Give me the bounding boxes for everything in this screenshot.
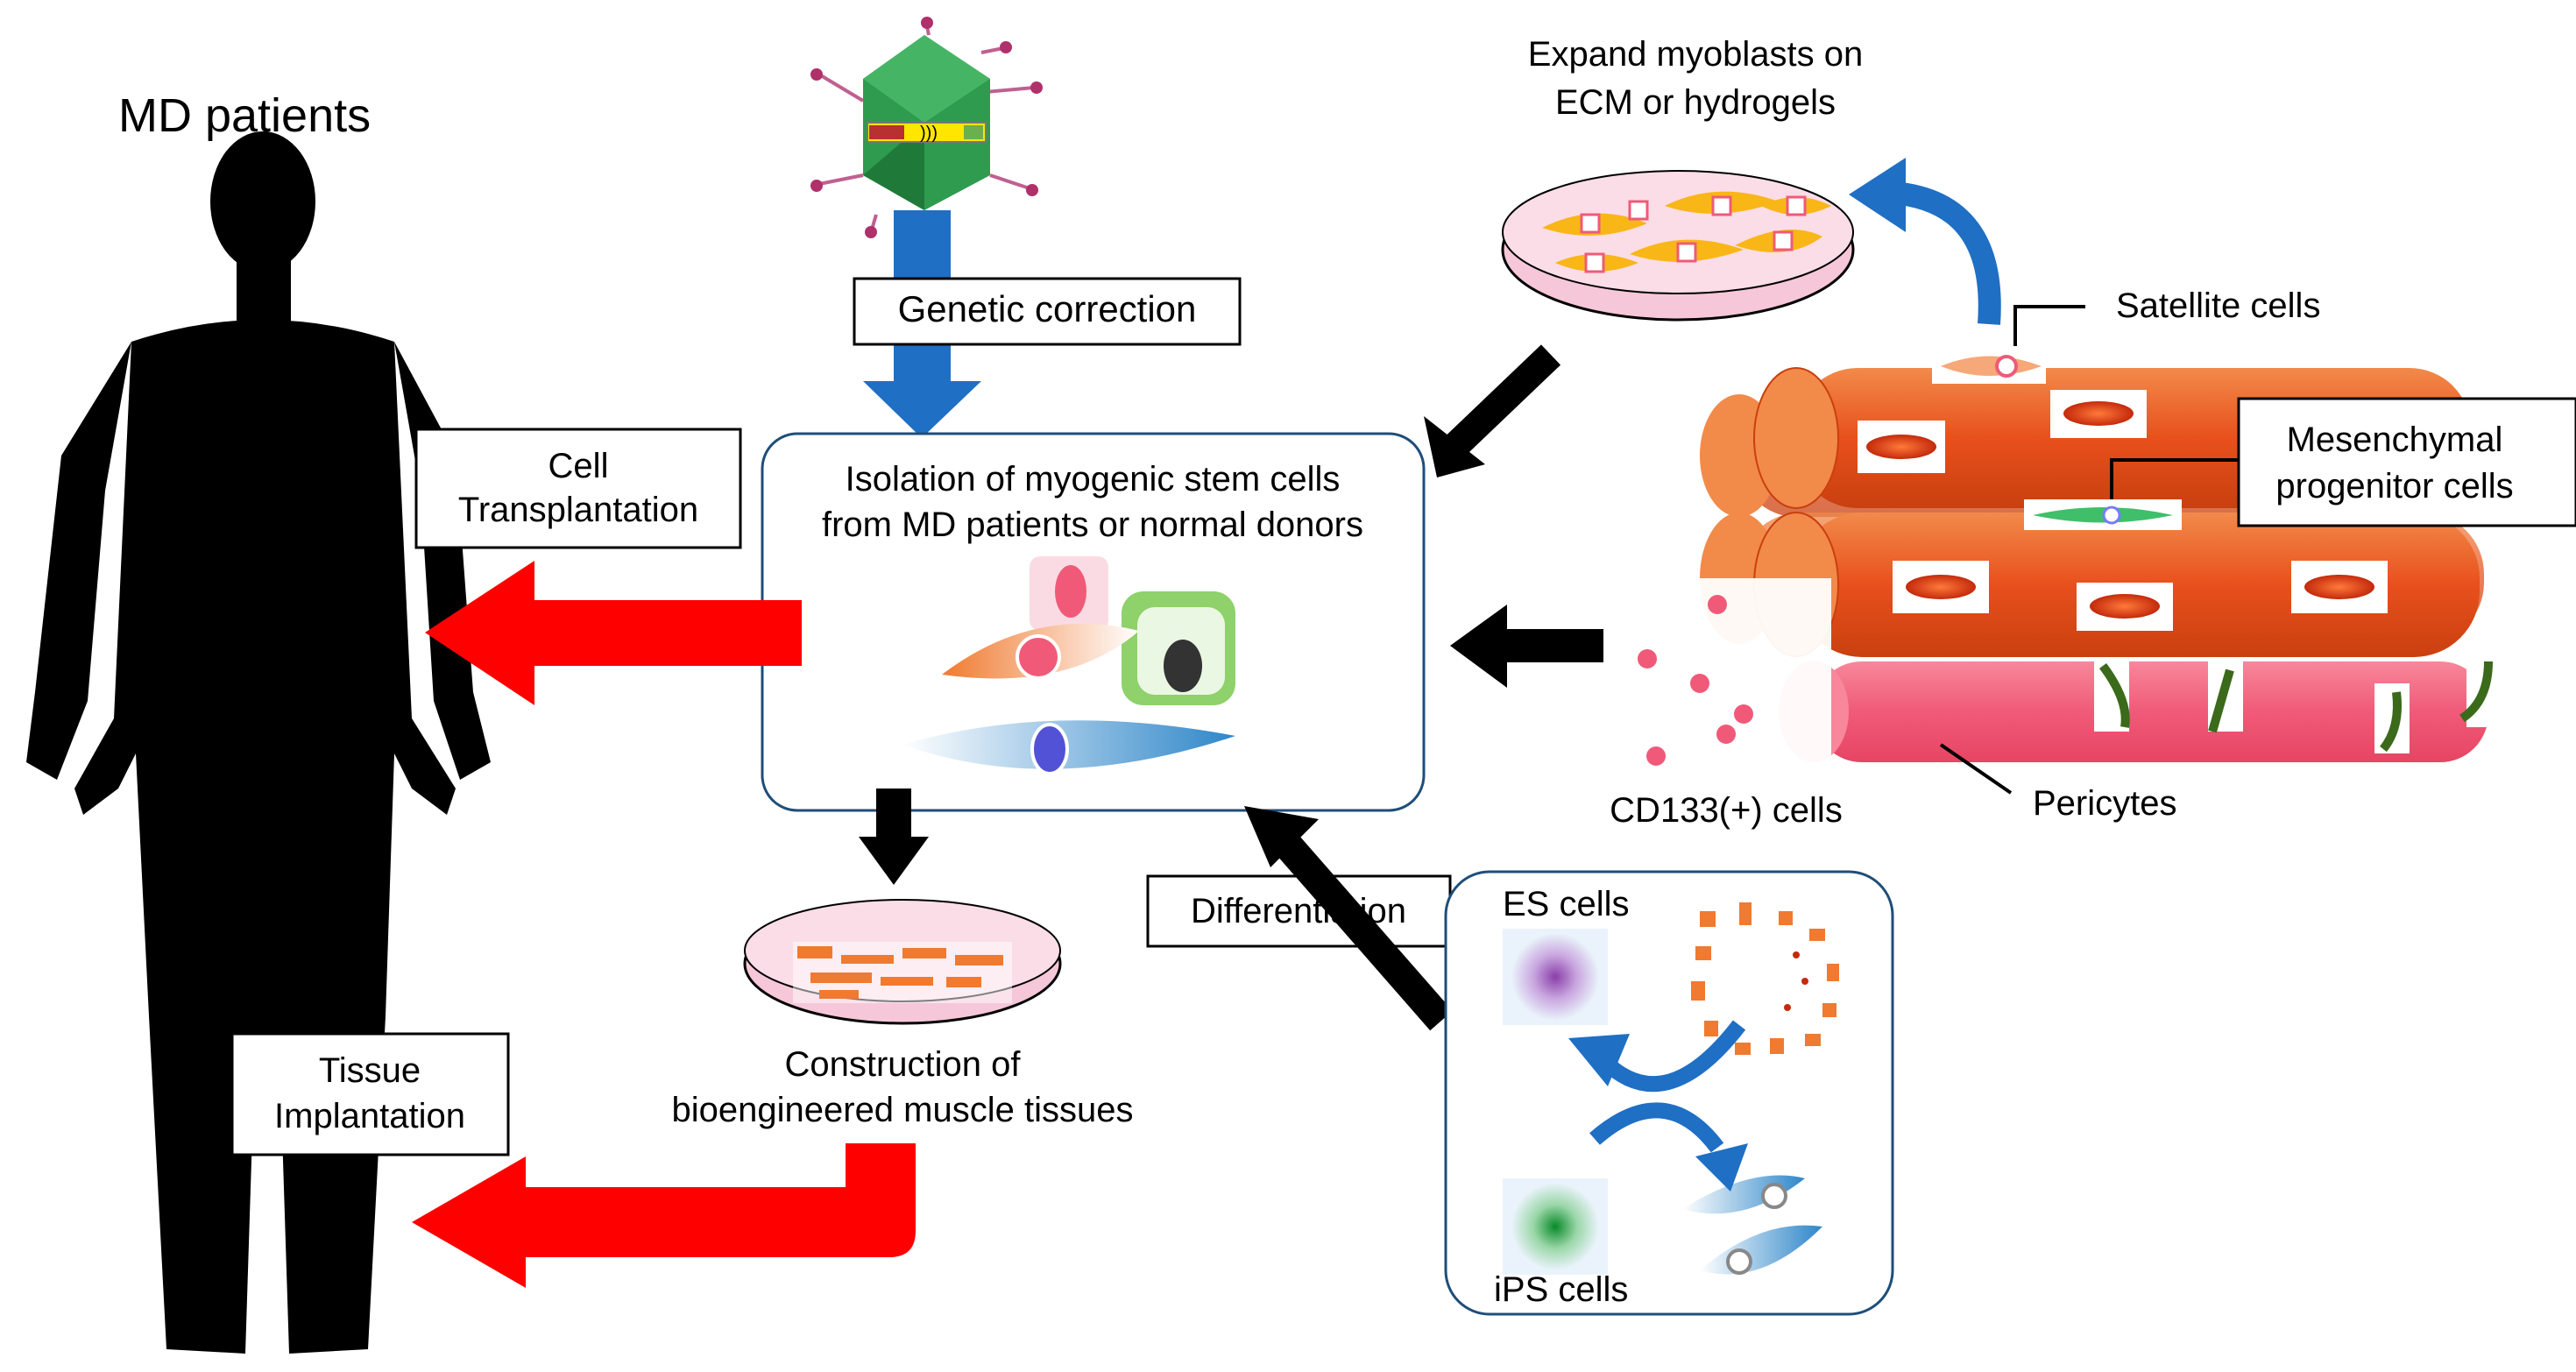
es-cell	[1511, 933, 1599, 1021]
md-patients-label: MD patients	[118, 89, 371, 142]
isolation-label-line2: from MD patients or normal donors	[822, 506, 1363, 544]
cell-transplantation-line2: Transplantation	[458, 491, 698, 529]
virus-icon: )))	[810, 17, 1043, 238]
cell-transplantation-arrow	[425, 561, 802, 705]
mesenchymal-pointer	[2110, 458, 2243, 499]
es-cells-label: ES cells	[1503, 885, 1630, 923]
cell-transplantation-box: Cell Transplantation	[414, 428, 742, 549]
mesenchymal-line1: Mesenchymal	[2287, 421, 2503, 459]
satellite-pointer	[2013, 305, 2085, 346]
cell-transplantation-line1: Cell	[548, 447, 609, 485]
construction-line1: Construction of	[784, 1045, 1021, 1084]
differentiation-box: Differentiation	[1146, 874, 1452, 948]
dish-to-isolation-arrow	[1424, 344, 1561, 477]
construction-line2: bioengineered muscle tissues	[672, 1091, 1134, 1129]
genetic-correction-label: Genetic correction	[898, 288, 1197, 329]
ips-cell	[1511, 1183, 1599, 1270]
satellite-to-dish-arrow	[1849, 158, 2001, 325]
differentiation-arrow	[1244, 806, 1453, 1031]
svg-text:))): )))	[920, 124, 938, 143]
expand-myoblasts-line1: Expand myoblasts on	[1528, 35, 1863, 74]
pericyte-cells	[2094, 657, 2502, 753]
construction-arrow	[859, 789, 929, 885]
differentiated-cells	[1691, 902, 1839, 1055]
reprogramming-arrows	[1568, 1020, 1748, 1192]
patient-silhouette	[26, 131, 491, 1354]
mesenchymal-line2: progenitor cells	[2275, 467, 2513, 506]
construction-dish	[743, 899, 1062, 1025]
tissue-implantation-arrow	[412, 1143, 916, 1288]
expand-myoblasts-line2: ECM or hydrogels	[1555, 83, 1836, 122]
cd133-cells	[1621, 578, 1831, 780]
muscle-fibers	[1621, 349, 2502, 780]
mesenchymal-box: Mesenchymal progenitor cells	[2237, 397, 2576, 527]
mesenchymal-cell	[2024, 499, 2182, 530]
stem-cells-cluster	[902, 556, 1235, 775]
isolation-label-line1: Isolation of myogenic stem cells	[846, 460, 1341, 499]
ips-cells-label: iPS cells	[1494, 1270, 1628, 1309]
pluripotent-box: ES cells iPS cells	[1444, 870, 1894, 1316]
pericytes-label: Pericytes	[2033, 784, 2177, 823]
myoblast-dish	[1501, 170, 1855, 322]
satellite-cells-label: Satellite cells	[2116, 286, 2320, 325]
genetic-correction-box: Genetic correction	[853, 277, 1242, 346]
pericytes-pointer	[1939, 743, 2013, 795]
muscle-to-isolation-arrow	[1450, 605, 1603, 688]
somatic-cells	[1682, 1175, 1822, 1275]
tissue-implantation-box: Tissue Implantation	[230, 1032, 510, 1156]
cd133-label: CD133(+) cells	[1610, 791, 1843, 830]
tissue-implantation-line2: Implantation	[274, 1097, 465, 1135]
satellite-cell	[1932, 349, 2046, 384]
tissue-implantation-line1: Tissue	[319, 1051, 421, 1090]
isolation-box: Isolation of myogenic stem cells from MD…	[761, 432, 1426, 812]
